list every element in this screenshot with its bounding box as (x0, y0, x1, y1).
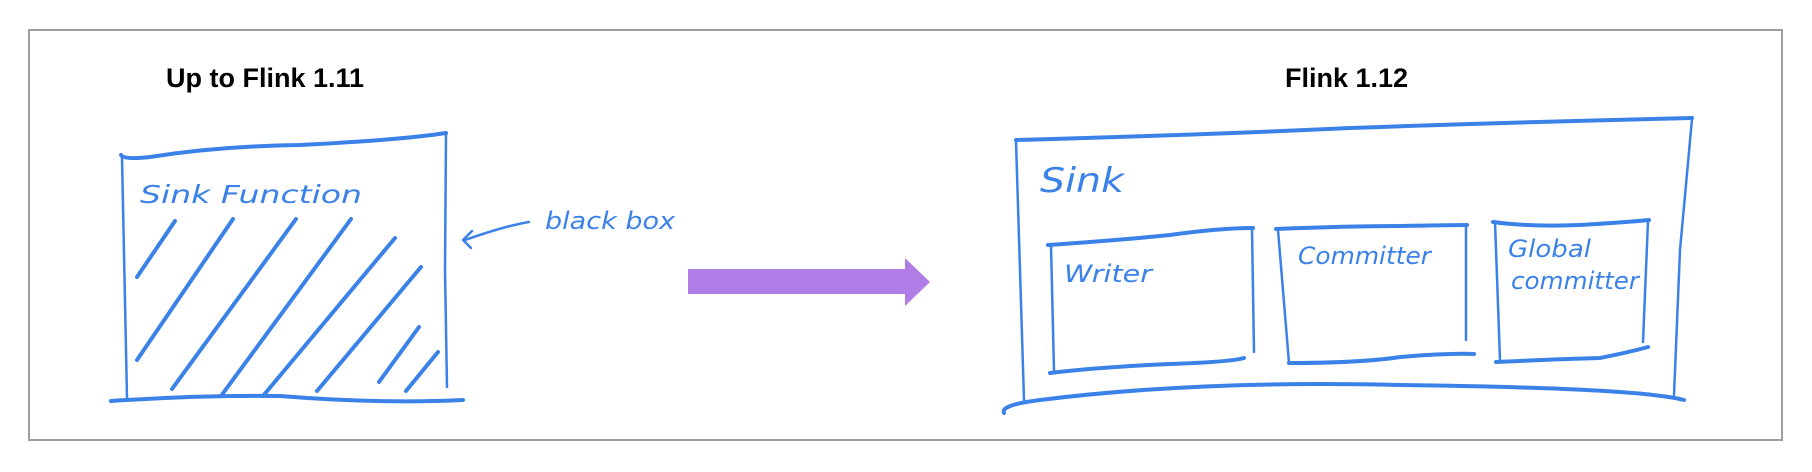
right-title: Flink 1.12 (1285, 63, 1408, 93)
sink-label: Sink (1040, 161, 1126, 201)
frame-border (28, 29, 1783, 441)
global-committer-label-line2: committer (1511, 267, 1641, 295)
sink-function-box (109, 131, 465, 404)
global-committer-box (1491, 218, 1651, 364)
committer-box (1274, 223, 1476, 365)
transition-arrow-icon (688, 258, 930, 306)
black-box-annotation: black box (545, 207, 676, 235)
writer-label: Writer (1064, 260, 1155, 288)
sink-function-label: Sink Function (140, 180, 362, 209)
global-committer-label-line1: Global (1508, 235, 1591, 263)
left-title: Up to Flink 1.11 (166, 63, 364, 93)
annotation-arrow-icon (461, 220, 531, 250)
writer-box (1046, 226, 1256, 375)
sink-box (1001, 116, 1694, 415)
committer-label: Committer (1298, 242, 1433, 270)
black-box-hatching (135, 217, 440, 398)
